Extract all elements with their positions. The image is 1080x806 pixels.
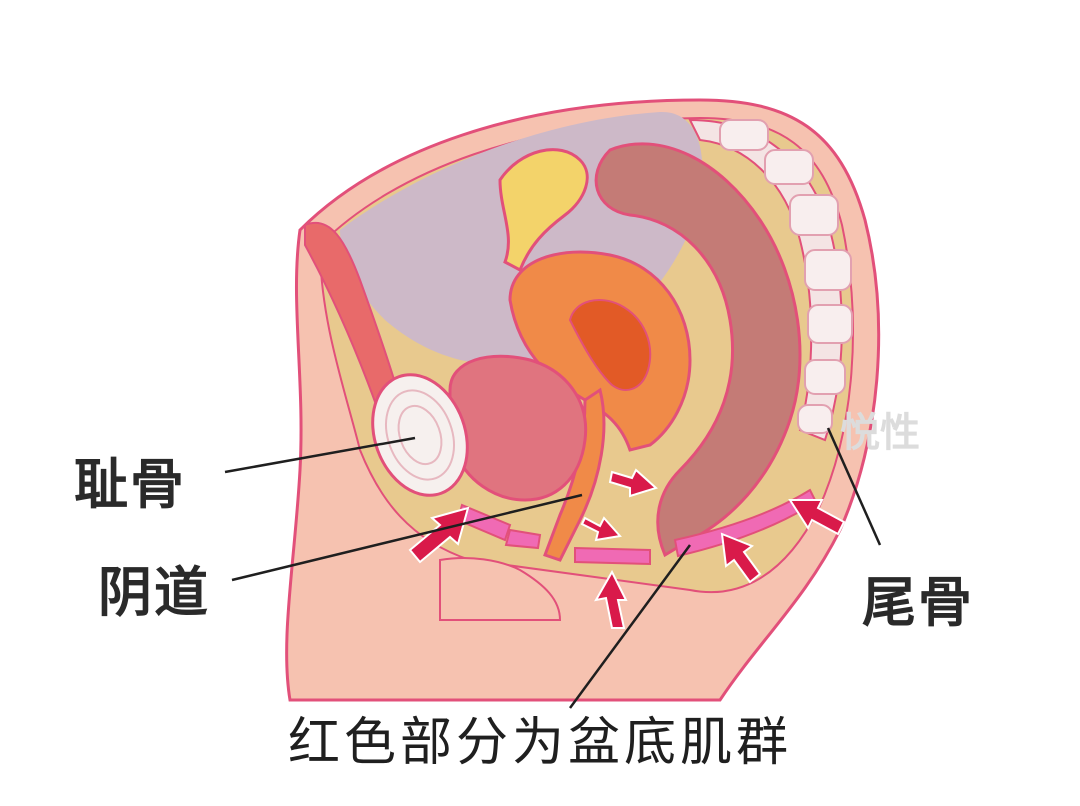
leader-line-caption [568,544,692,709]
arrow [408,506,470,564]
leader-line-vagina [231,493,583,582]
uterine-cavity [568,299,652,391]
vertebra [797,404,833,434]
fallopian-tube [498,148,589,273]
arrow [788,499,846,536]
arrow [580,516,622,542]
muscle-segment [504,528,542,550]
label-pubic-bone: 耻骨 [74,453,186,516]
pelvic-floor-muscles [456,488,818,566]
muscle-arrows [408,468,846,629]
vertebra [807,304,853,344]
muscle-segment [574,546,651,566]
arrow [594,569,628,629]
leader-line-coccyx [826,427,882,546]
leader-line-pubic [224,436,416,474]
rectum [594,142,802,558]
label-coccyx: 尾骨 [862,571,974,634]
pubic-bone [371,373,469,497]
leader-lines [224,427,882,709]
rectus-muscle [304,222,402,412]
arrow [608,468,658,498]
vertebra [789,194,839,236]
vertebra [804,359,846,395]
vertebra [804,249,852,291]
watermark: 悦性 [840,410,920,456]
vertebrae [719,119,853,434]
caption: 红色部分为盆底肌群 [287,713,792,773]
vertebra [719,119,769,151]
perineum [439,557,562,621]
arrow [720,532,762,584]
label-vagina: 阴道 [98,561,210,624]
vertebra [764,149,814,185]
